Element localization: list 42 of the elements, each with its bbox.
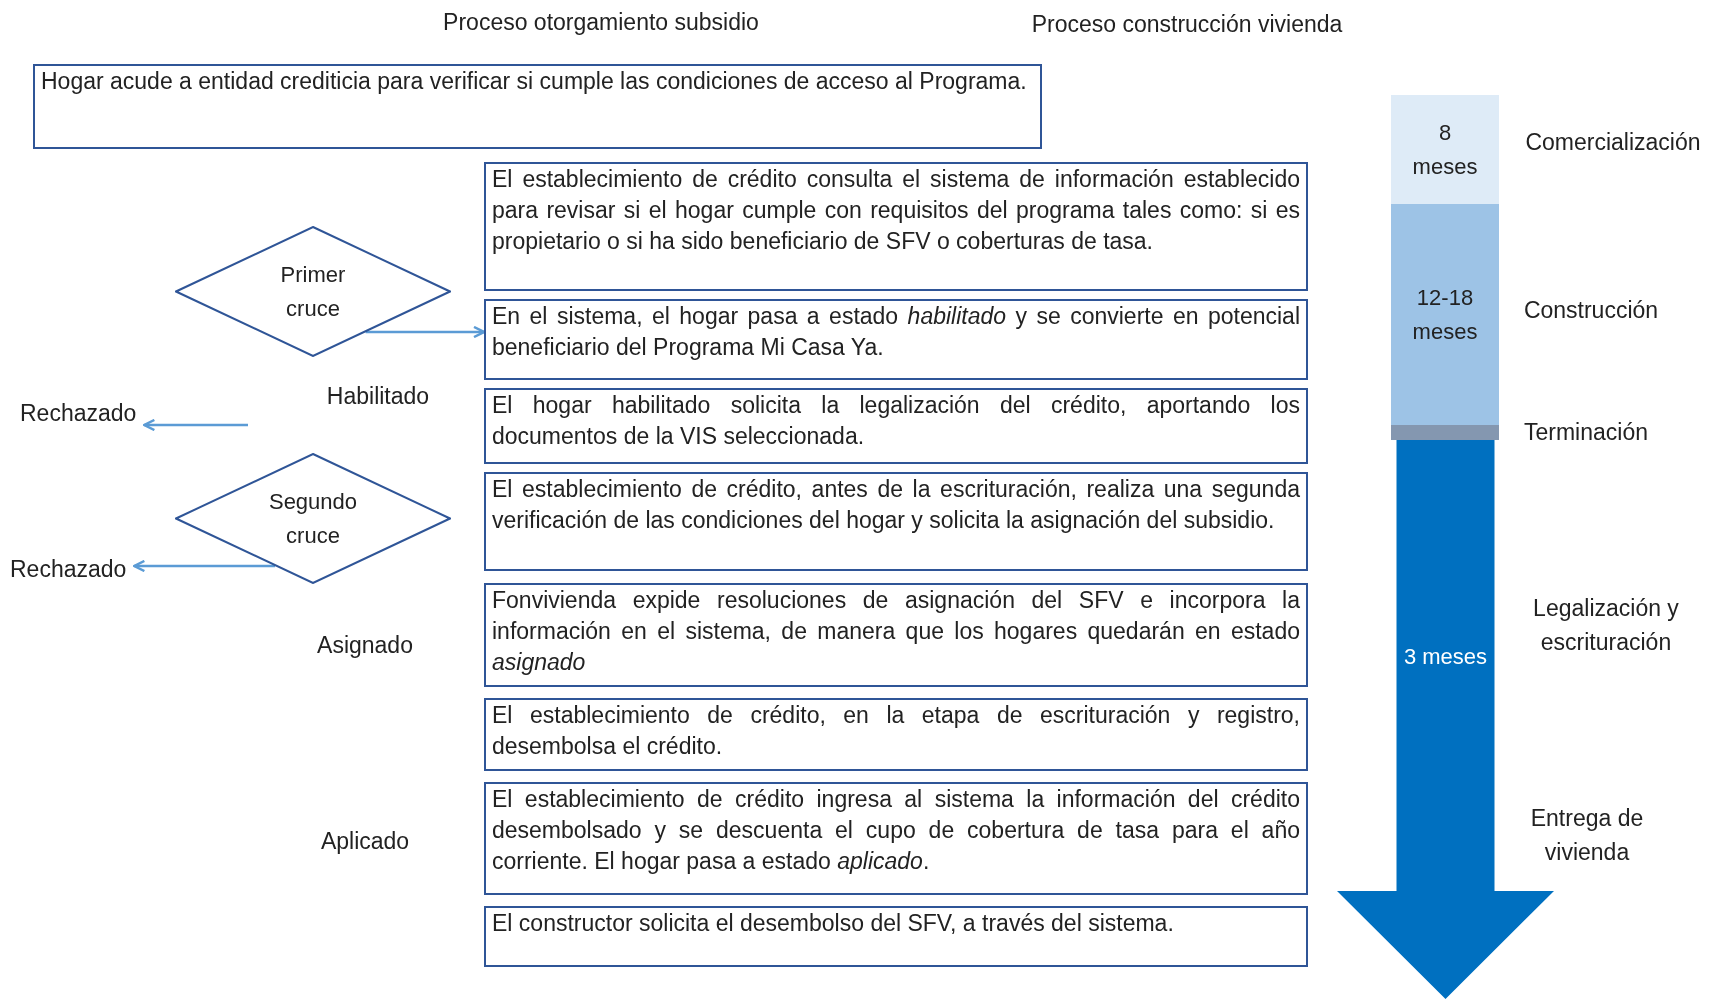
process-box [484,906,1308,967]
duration-text: 8 meses [1411,118,1479,181]
step-text: El establecimiento de crédito, en la etapa de escrituración y registro, desembolsa el crédito. [492,701,1300,761]
status-label: Aplicado [320,827,410,855]
step-text: En el sistema, el hogar pasa a estado habilitado y se convierte en potencial beneficiario del Programa Mi Casa Ya. [492,302,1300,362]
step-text: El constructor solicita el desembolso del SFV, a través del sistema. [492,909,1175,938]
process-box [33,64,1042,149]
process-box [484,299,1308,380]
decision-text: Primer cruce [279,260,347,323]
step-text: El establecimiento de crédito, antes de la escrituración, realiza una segunda verificación de las condiciones del hogar y solicita la asignación del subsidio. [492,475,1300,535]
phase-label: Entrega de vivienda [1529,804,1645,867]
arrow [143,418,248,432]
duration-text: 3 meses [1402,643,1489,671]
phase-label: Legalización y escrituración [1532,594,1680,657]
step-text: Fonvivienda expide resoluciones de asignación del SFV e incorpora la información en el sistema, de manera que los hogares quedarán en estado asignado [492,586,1300,677]
arrow [133,559,276,573]
process-box [484,388,1308,464]
process-box [484,162,1308,291]
phase-label: Comercialización [1524,128,1702,157]
timeline-segment [1391,204,1499,425]
phase-label: Terminación [1524,418,1648,446]
column-heading: Proceso construcción vivienda [1031,10,1343,38]
step-text: El hogar habilitado solicita la legalización del crédito, aportando los documentos de la VIS seleccionada. [492,391,1300,451]
step-text: El establecimiento de crédito ingresa al sistema la información del crédito desembolsado y se descuenta el cupo de cobertura de tasa para el año corriente. El hogar pasa a estado aplicado. [492,785,1300,876]
process-box [484,782,1308,895]
decision-diamond [175,453,451,584]
status-label: Asignado [317,631,413,659]
duration-text: 12-18 meses [1411,283,1479,346]
process-box [484,472,1308,571]
arrow [365,325,486,339]
timeline-segment [1391,95,1499,204]
column-heading: Proceso otorgamiento subsidio [443,8,759,36]
decision-text: Segundo cruce [267,487,359,550]
outcome-text: Rechazado [10,556,127,583]
process-box [484,698,1308,771]
step-text: Hogar acude a entidad crediticia para verificar si cumple las condiciones de acceso al Programa. [41,67,1028,96]
phase-label: Construcción [1522,296,1660,325]
decision-diamond [175,226,451,357]
step-text: El establecimiento de crédito consulta el sistema de información establecido para revisar si el hogar cumple con requisitos del programa tales como: si es propietario o si ha sido beneficiario de SFV o coberturas de tasa. [492,165,1300,256]
timeline-bar [1391,425,1499,440]
outcome-text: Rechazado [20,400,137,427]
status-label: Habilitado [326,382,430,410]
